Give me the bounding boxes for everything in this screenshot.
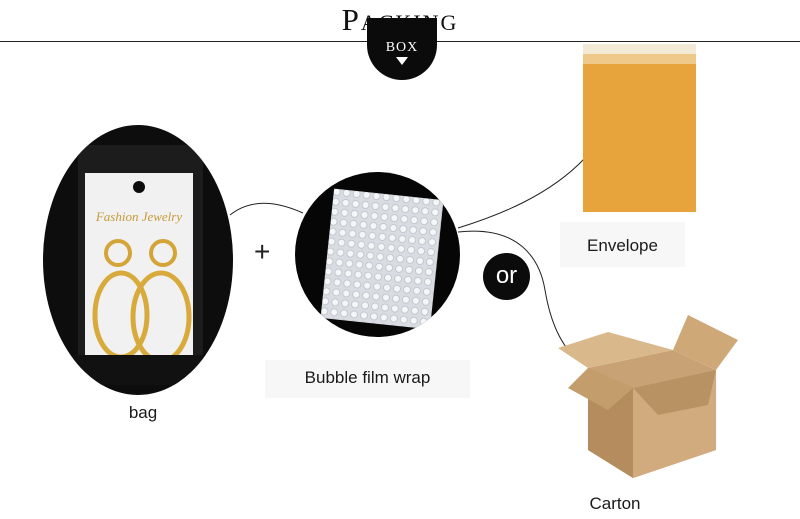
plus-sign: +: [254, 236, 271, 267]
box-badge: BOX: [367, 18, 437, 80]
envelope-flap: [583, 54, 696, 64]
box-badge-label: BOX: [385, 40, 419, 55]
carton-label: Carton: [589, 494, 641, 513]
bag-card-brand: Fashion Jewelry: [95, 209, 183, 224]
envelope-label-panel: [560, 222, 685, 267]
bag-photo: Fashion Jewelry: [43, 125, 233, 395]
bubble-label-panel: [265, 360, 470, 398]
or-badge: or: [483, 253, 530, 300]
chevron-down-icon: [396, 57, 408, 65]
bubble-label: Bubble film wrap: [304, 368, 431, 387]
bubble-wrap-image: [320, 188, 444, 330]
carton-photo: [558, 315, 738, 478]
bubble-wrap-photo: [295, 172, 460, 337]
envelope-label: Envelope: [587, 236, 658, 255]
jewelry-bag-image: Fashion Jewelry: [73, 145, 208, 385]
envelope-photo: [583, 44, 696, 212]
bag-label: bag: [128, 403, 158, 422]
envelope-seal-strip: [583, 44, 696, 54]
